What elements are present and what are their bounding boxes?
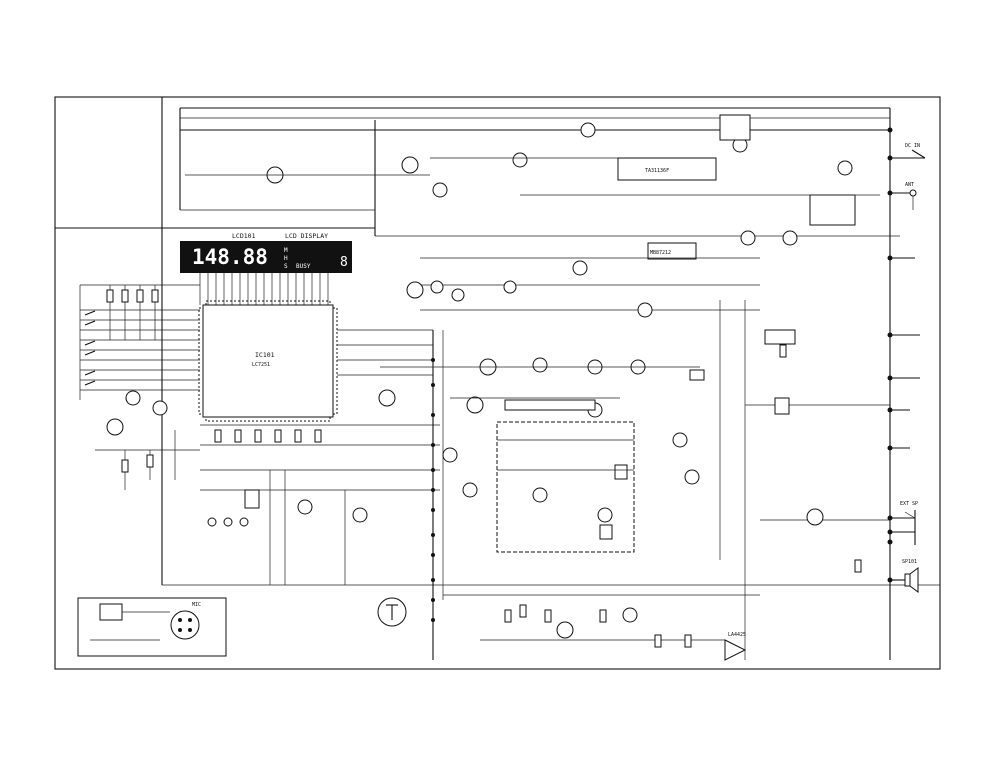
lcd-indicator-h: H <box>284 255 288 262</box>
audio-ic-label: LA4425 <box>728 632 746 638</box>
cpu-ic101: IC101 LC7251 <box>198 300 338 422</box>
pll-block: MB87212 <box>406 230 798 318</box>
antenna-connector: ANT <box>905 182 917 210</box>
lcd-display: LCD101 LCD DISPLAY 148.88 8 M H S BUSY <box>180 232 352 273</box>
lcd-indicator-busy: BUSY <box>296 263 311 270</box>
top-rail-wires <box>179 107 900 660</box>
cpu-lower-peripherals <box>200 424 440 585</box>
ext-speaker-label: EXT SP <box>900 501 918 507</box>
antenna-label: ANT <box>905 182 914 188</box>
center-transistors <box>378 357 700 498</box>
cpu-ref: IC101 <box>255 351 275 359</box>
right-terminals <box>887 127 925 583</box>
bottom-components <box>504 559 862 648</box>
lcd-indicator-s: S <box>284 263 288 270</box>
lcd-indicator-m: M <box>284 247 288 254</box>
audio-amp-block: LA4425 <box>377 594 760 661</box>
center-bus <box>337 329 444 660</box>
if-ic-label: TA31136F <box>645 168 669 174</box>
lcd-channel-digit: 8 <box>340 255 348 270</box>
lcd-title-label: LCD DISPLAY <box>285 232 328 240</box>
left-key-switches <box>79 285 96 400</box>
dc-in-jack: DC IN <box>905 143 926 159</box>
lcd-frequency: 148.88 <box>192 245 268 269</box>
left-transistors <box>95 390 200 490</box>
rf-section-top: TA31136F <box>185 114 880 226</box>
audio-subboard <box>496 399 635 553</box>
right-mid-section <box>689 300 890 660</box>
cpu-left-bus <box>80 284 200 391</box>
mic-connector: MIC <box>77 597 227 657</box>
ext-speaker-jack: EXT SP <box>900 501 918 545</box>
lcd-ref-label: LCD101 <box>232 232 256 240</box>
speaker-label: SP101 <box>902 559 917 565</box>
mic-label: MIC <box>192 602 201 608</box>
speaker-symbol: SP101 <box>902 559 919 593</box>
pll-label: MB87212 <box>650 250 671 256</box>
schematic-frame <box>54 96 941 670</box>
dc-in-label: DC IN <box>905 143 920 149</box>
lcd-segment-bus <box>199 273 329 305</box>
cpu-part: LC7251 <box>252 362 270 368</box>
